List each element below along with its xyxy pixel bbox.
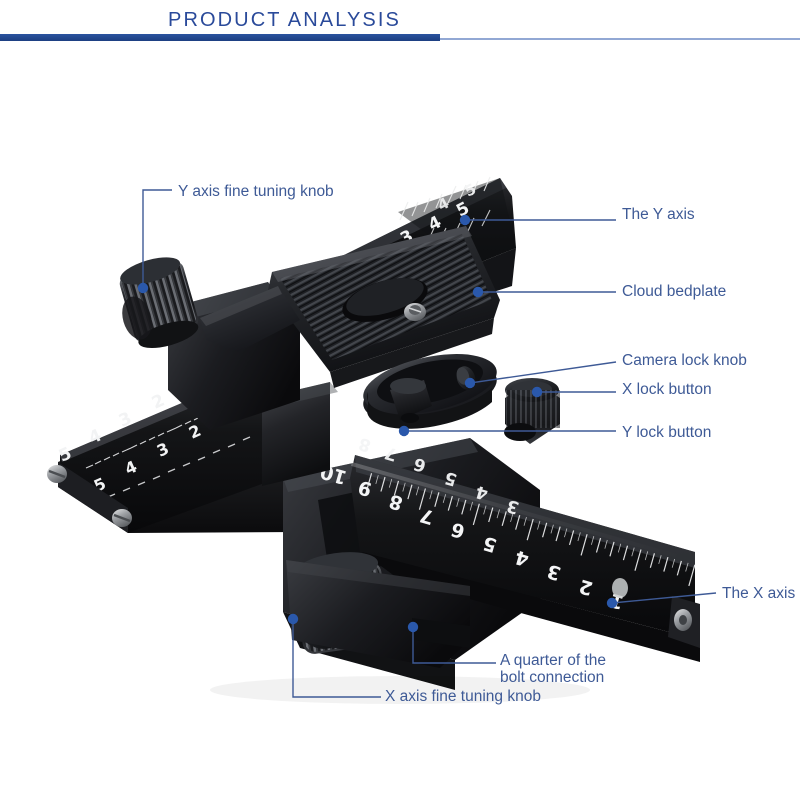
svg-text:9: 9	[356, 476, 375, 501]
callout-label-the-x-axis: The X axis	[722, 585, 796, 602]
x-axis-fine-tuning-knob	[290, 552, 390, 654]
callout-label-cloud-bedplate: Cloud bedplate	[622, 283, 727, 300]
svg-text:6: 6	[449, 518, 468, 543]
camera-lock-knob	[456, 366, 476, 390]
svg-text:7: 7	[418, 504, 437, 529]
svg-text:2: 2	[186, 421, 204, 443]
svg-text:4: 4	[122, 457, 140, 479]
y-lock-button	[390, 378, 432, 423]
callout-label-y-lock-button: Y lock button	[622, 424, 712, 441]
x-lock-button	[504, 378, 560, 444]
callout-label-x-axis-fine-tuning-knob: X axis fine tuning knob	[385, 688, 541, 705]
svg-text:5: 5	[56, 443, 75, 466]
left-ruler-arm: 1 2 3 4 5 1 2 3 4 5	[47, 372, 300, 533]
header-thin-rule	[440, 38, 800, 40]
rotation-collar	[363, 354, 497, 429]
callout-dot-y-axis-fine-tuning-knob	[137, 282, 149, 294]
svg-text:4: 4	[513, 546, 532, 571]
callout-dot-cloud-bedplate	[472, 286, 484, 298]
leader-x-axis-fine-tuning-knob	[292, 619, 381, 698]
svg-text:3: 3	[397, 226, 417, 249]
svg-text:4: 4	[473, 481, 490, 504]
svg-text:7: 7	[382, 442, 399, 464]
callout-label-x-lock-button: X lock button	[622, 381, 712, 398]
callout-dot-bolt-connection	[407, 621, 419, 633]
arm-screw	[47, 465, 132, 527]
callout-dot-the-x-axis	[606, 597, 618, 609]
bolt-connection-line-1: A quarter of the	[500, 652, 606, 669]
leader-y-axis-fine-tuning-knob	[142, 189, 172, 288]
header-accent-bar	[0, 34, 440, 41]
y-axis-ruler: 3 4 5 4 5	[338, 176, 516, 302]
x-axis-ruler: 1 2 3 4 5 6 7 8 9 10 3 4 5 6 7 8	[318, 433, 700, 662]
leader-camera-lock-knob	[469, 361, 617, 384]
svg-text:2: 2	[577, 575, 596, 600]
callout-dot-y-lock-button	[398, 425, 410, 437]
callout-dot-camera-lock-knob	[464, 377, 476, 389]
vertical-stage	[168, 282, 338, 486]
page-title: PRODUCT ANALYSIS	[168, 9, 401, 31]
callout-dot-x-axis-fine-tuning-knob	[287, 613, 299, 625]
svg-text:6: 6	[411, 453, 428, 475]
cloud-bedplate	[200, 226, 500, 388]
svg-text:1: 1	[182, 373, 201, 396]
svg-text:5: 5	[91, 474, 109, 496]
callout-label-the-y-axis: The Y axis	[622, 206, 695, 223]
leader-the-x-axis	[611, 592, 717, 604]
svg-text:4: 4	[435, 194, 452, 215]
svg-text:4: 4	[425, 212, 445, 235]
svg-text:1: 1	[220, 404, 238, 426]
y-axis-fine-tuning-knob	[119, 257, 199, 349]
callout-dot-the-y-axis	[459, 214, 471, 226]
svg-text:5: 5	[481, 532, 500, 557]
svg-text:8: 8	[356, 433, 373, 455]
svg-text:2: 2	[149, 390, 168, 413]
callout-label-bolt-connection: A quarter of the bolt connection	[500, 652, 660, 686]
callout-dot-x-lock-button	[531, 386, 543, 398]
svg-text:3: 3	[545, 560, 564, 585]
bolt-connection-block	[286, 560, 470, 668]
callout-label-y-axis-fine-tuning-knob: Y axis fine tuning knob	[178, 183, 334, 200]
leader-bolt-connection	[412, 627, 496, 664]
callout-label-camera-lock-knob: Camera lock knob	[622, 352, 747, 369]
svg-text:3: 3	[154, 439, 172, 461]
svg-text:1: 1	[608, 589, 627, 614]
svg-text:10: 10	[318, 460, 349, 488]
svg-text:5: 5	[462, 180, 479, 201]
svg-text:4: 4	[86, 425, 105, 448]
svg-text:5: 5	[453, 198, 473, 221]
svg-text:5: 5	[442, 467, 459, 489]
svg-text:3: 3	[504, 495, 521, 517]
svg-text:8: 8	[387, 490, 406, 515]
bolt-connection-line-2: bolt connection	[500, 669, 605, 686]
page-header: PRODUCT ANALYSIS	[0, 0, 800, 46]
svg-text:3: 3	[116, 408, 135, 431]
